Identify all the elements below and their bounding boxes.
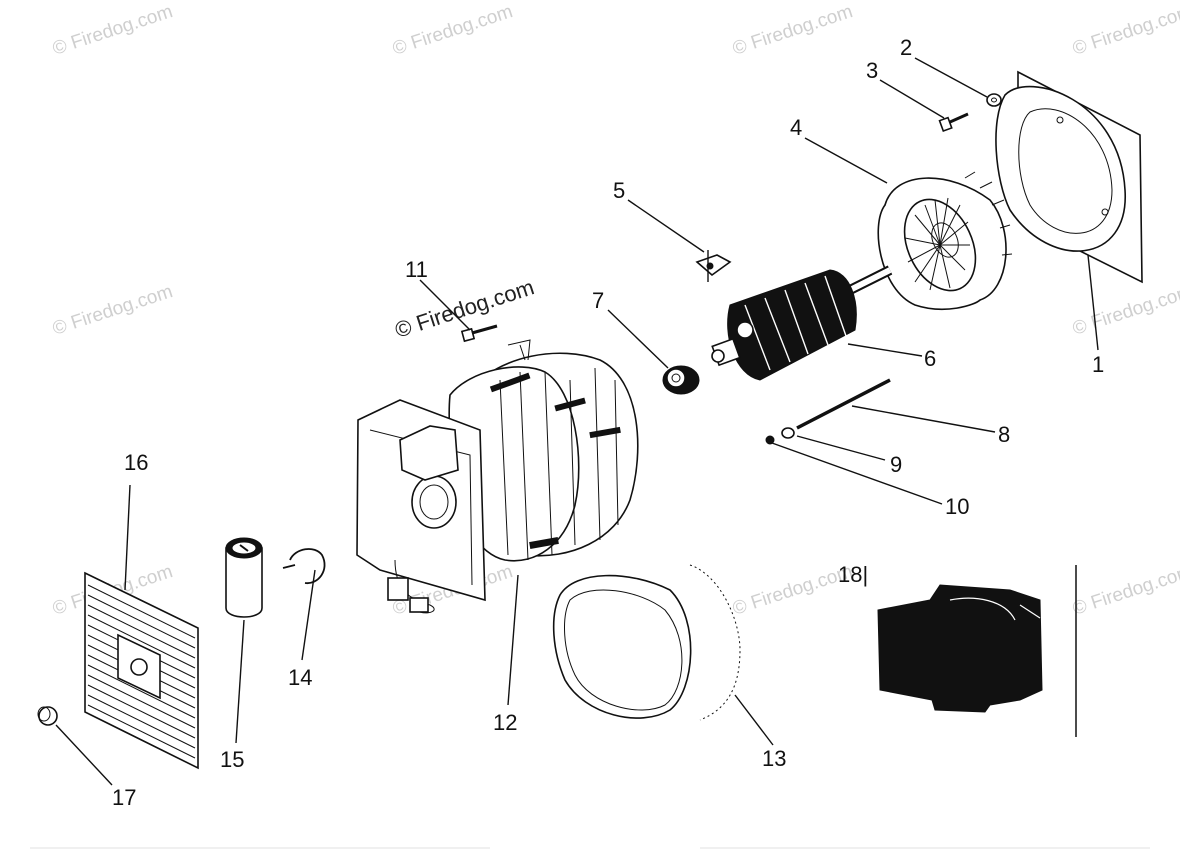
part-12-stator-housing <box>356 339 639 614</box>
watermark: © Firedog.com <box>50 281 175 340</box>
part-2-washer <box>986 93 1002 107</box>
label-part-15: 15 <box>220 747 244 772</box>
label-part-9: 9 <box>890 452 902 477</box>
part-4-fan <box>877 171 1013 311</box>
watermark: © Firedog.com <box>50 1 175 60</box>
part-3-bolt <box>938 112 969 133</box>
part-5-clip <box>695 250 732 282</box>
part-15-capacitor <box>225 537 263 618</box>
label-part-8: 8 <box>998 422 1010 447</box>
part-18-control-box <box>877 565 1077 737</box>
label-part-4: 4 <box>790 115 802 140</box>
part-6-rotor <box>711 265 893 381</box>
watermark: © Firedog.com <box>730 1 855 60</box>
label-part-1: 1 <box>1092 352 1104 377</box>
label-part-17: 17 <box>112 785 136 810</box>
part-8-through-bolt <box>796 378 891 430</box>
label-part-16: 16 <box>124 450 148 475</box>
part-11-screw <box>460 324 498 343</box>
label-part-11: 11 <box>405 257 428 282</box>
part-number-labels: 1 2 3 4 5 6 7 8 9 10 11 12 13 14 15 16 1… <box>112 35 1104 810</box>
label-part-2: 2 <box>900 35 912 60</box>
watermark: © Firedog.com <box>1070 561 1180 620</box>
part-17-cap <box>37 706 58 726</box>
part-7-bearing <box>662 365 700 395</box>
part-10-nut <box>765 435 775 445</box>
part-13-cover-band <box>552 564 741 721</box>
label-part-3: 3 <box>866 58 878 83</box>
label-part-14: 14 <box>288 665 312 690</box>
label-part-13: 13 <box>762 746 786 771</box>
watermark: © Firedog.com <box>390 1 515 60</box>
label-part-10: 10 <box>945 494 969 519</box>
label-part-18: 18| <box>838 562 868 587</box>
watermark: © Firedog.com <box>730 561 855 620</box>
part-14-clip <box>282 548 326 584</box>
label-part-5: 5 <box>613 178 625 203</box>
part-1-end-bracket <box>995 70 1143 284</box>
part-16-louver-cover <box>84 571 199 770</box>
label-part-12: 12 <box>493 710 517 735</box>
leader-lines <box>55 57 1099 786</box>
watermark: © Firedog.com <box>1070 281 1180 340</box>
part-9-washer <box>781 427 795 439</box>
watermark: © Firedog.com <box>1070 1 1180 60</box>
label-part-7: 7 <box>592 288 604 313</box>
label-part-6: 6 <box>924 346 936 371</box>
